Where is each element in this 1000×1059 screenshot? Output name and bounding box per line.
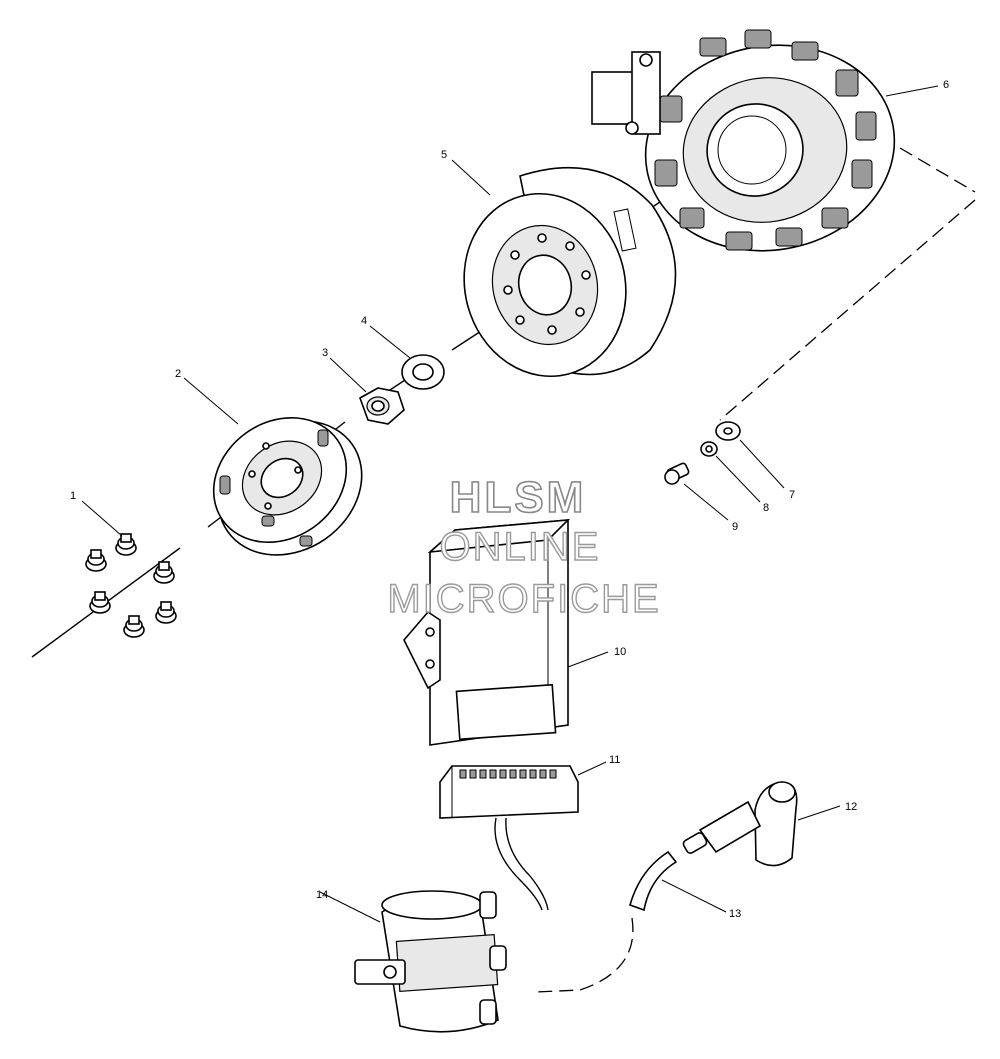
starter-hub — [212, 416, 363, 556]
callout-13: 13 — [729, 908, 741, 920]
leader-8 — [715, 455, 761, 503]
bolt-1a — [115, 533, 137, 556]
leader-14 — [319, 891, 381, 923]
connector-wire — [494, 817, 543, 911]
leader-2 — [183, 377, 239, 425]
leader-11 — [577, 761, 607, 776]
callout-12: 12 — [845, 801, 857, 813]
leader-10 — [567, 651, 609, 668]
callout-1: 1 — [70, 490, 76, 502]
leader-6 — [885, 85, 939, 97]
leader-12 — [797, 805, 841, 821]
callout-10: 10 — [614, 646, 626, 658]
callout-4: 4 — [361, 315, 367, 327]
leader-9 — [683, 483, 729, 521]
dashed-line-stator-screws — [719, 199, 976, 421]
callout-3: 3 — [322, 347, 328, 359]
leader-4 — [369, 325, 411, 359]
callout-5: 5 — [441, 149, 447, 161]
bolt-1e — [155, 601, 177, 624]
callout-11: 11 — [609, 754, 620, 766]
spark-plug-cap — [682, 781, 798, 867]
bolt-1b — [85, 549, 107, 572]
leader-7 — [739, 439, 785, 489]
stator-screw — [664, 462, 690, 485]
stator — [591, 29, 896, 252]
watermark-line-3: MICROFICHE — [387, 577, 660, 621]
spark-plug-wire — [629, 850, 678, 912]
callout-8: 8 — [763, 502, 769, 514]
bolt-1f — [123, 615, 145, 638]
dashed-line-stator-top — [899, 147, 976, 193]
flywheel-nut — [359, 387, 405, 425]
stator-terminal-block — [591, 51, 661, 135]
leader-13 — [661, 879, 727, 913]
flywheel-washer — [401, 354, 445, 390]
flywheel — [463, 166, 677, 378]
ignition-coil — [354, 890, 507, 1033]
bolt-1c — [153, 561, 175, 584]
cdi-box — [403, 519, 571, 746]
callout-7: 7 — [789, 489, 795, 501]
bolt-1d — [89, 591, 111, 614]
dashed-line-coil-wire — [534, 917, 634, 993]
cdi-connector — [439, 765, 579, 911]
stator-lock-washer — [700, 441, 718, 457]
callout-9: 9 — [732, 521, 738, 533]
callout-2: 2 — [175, 368, 181, 380]
watermark-line-1: HLSM — [450, 473, 587, 522]
leader-3 — [329, 357, 367, 393]
bolt-group — [85, 533, 177, 638]
watermark-line-2: ONLINE — [440, 525, 601, 569]
stator-washer — [715, 421, 741, 441]
callout-6: 6 — [943, 79, 949, 91]
callout-14: 14 — [316, 889, 328, 901]
leader-1 — [81, 500, 123, 537]
leader-5 — [451, 159, 491, 196]
